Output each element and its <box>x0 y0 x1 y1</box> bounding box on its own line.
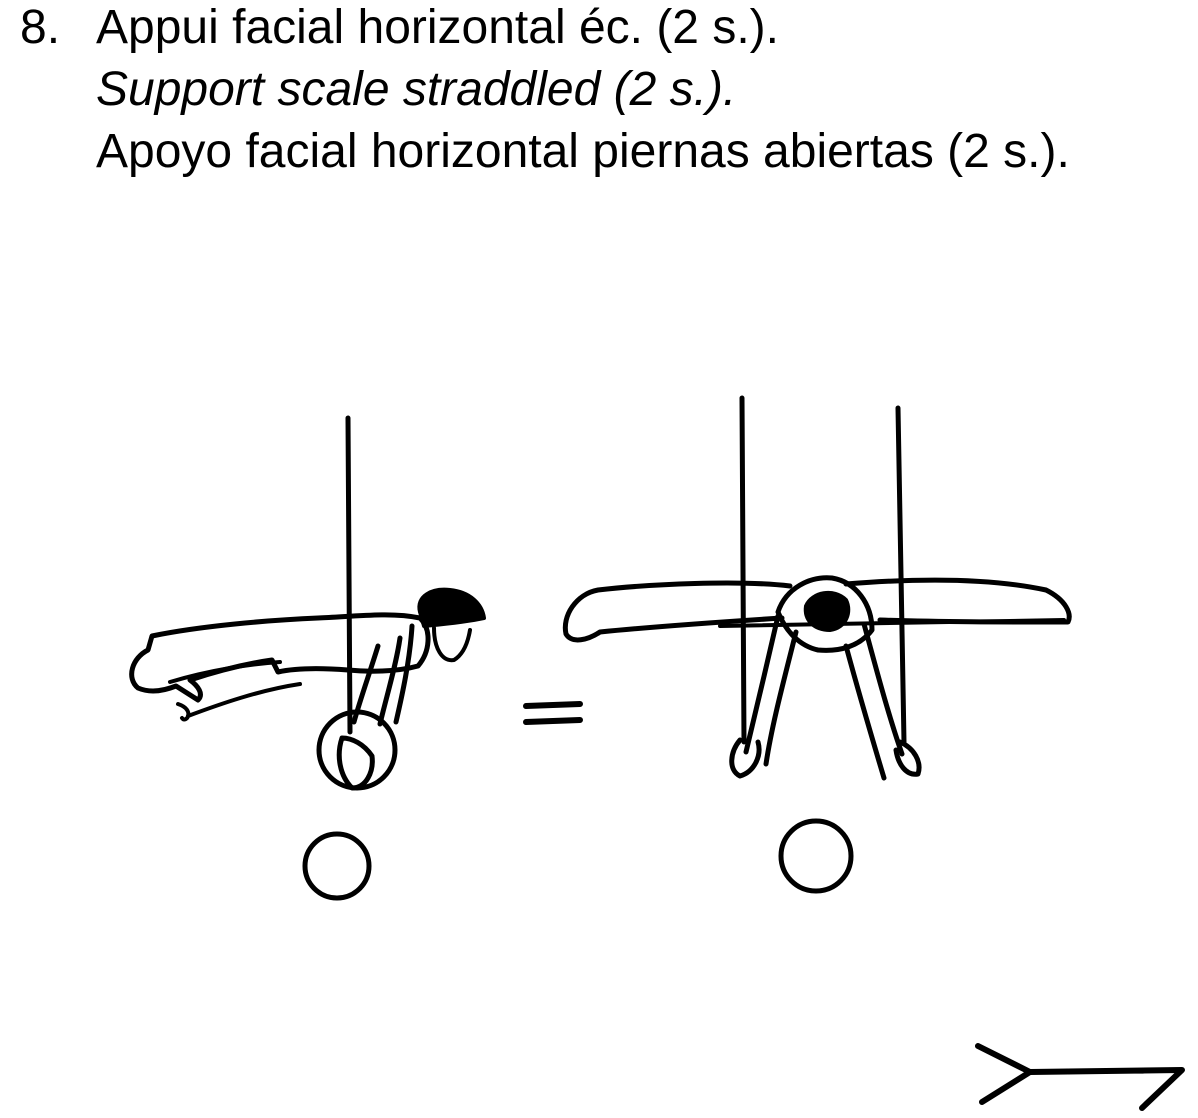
element-number: 8. <box>20 1 61 54</box>
right-leg-front <box>843 577 1072 625</box>
element-name-french: Appui facial horizontal éc. (2 s.). <box>96 1 779 54</box>
caption-line-french: 8. Appui facial horizontal éc. (2 s.). <box>20 0 1190 62</box>
arm-side <box>351 623 415 727</box>
equals-sign <box>523 701 583 725</box>
gymnast-head-front <box>803 590 851 632</box>
torso-front <box>775 575 875 653</box>
ring-side <box>316 709 398 791</box>
ring-strap-left <box>739 395 747 745</box>
face-side <box>432 626 472 663</box>
right-arm-front <box>843 621 905 781</box>
caption-line-english: Support scale straddled (2 s.). <box>20 62 1190 124</box>
ring-strap-right <box>895 405 907 745</box>
gymnast-body-side <box>129 612 431 703</box>
leg-line-side-2 <box>186 682 302 718</box>
left-leg-front <box>562 580 793 643</box>
gymnast-head-side <box>417 587 486 628</box>
hand-on-ring-side <box>336 735 375 791</box>
caption-line-spanish: Apoyo facial horizontal piernas abiertas… <box>20 124 1190 186</box>
element-name-english: Support scale straddled (2 s.). <box>96 63 737 116</box>
element-caption: 8. Appui facial horizontal éc. (2 s.). S… <box>20 0 1190 186</box>
position-marker-front <box>778 818 854 894</box>
direction-arrow-icon <box>975 1043 1185 1111</box>
right-hand-front <box>893 739 922 777</box>
left-arm-front <box>743 613 799 767</box>
element-name-spanish: Apoyo facial horizontal piernas abiertas… <box>96 125 1070 178</box>
ring-strap <box>345 415 353 735</box>
leg-line-side <box>168 660 282 684</box>
leg-line-side-3 <box>176 702 191 722</box>
left-hand-front <box>729 737 762 779</box>
front-view-figure <box>562 395 1072 894</box>
position-marker-side <box>302 831 372 901</box>
side-view-figure <box>129 415 486 901</box>
